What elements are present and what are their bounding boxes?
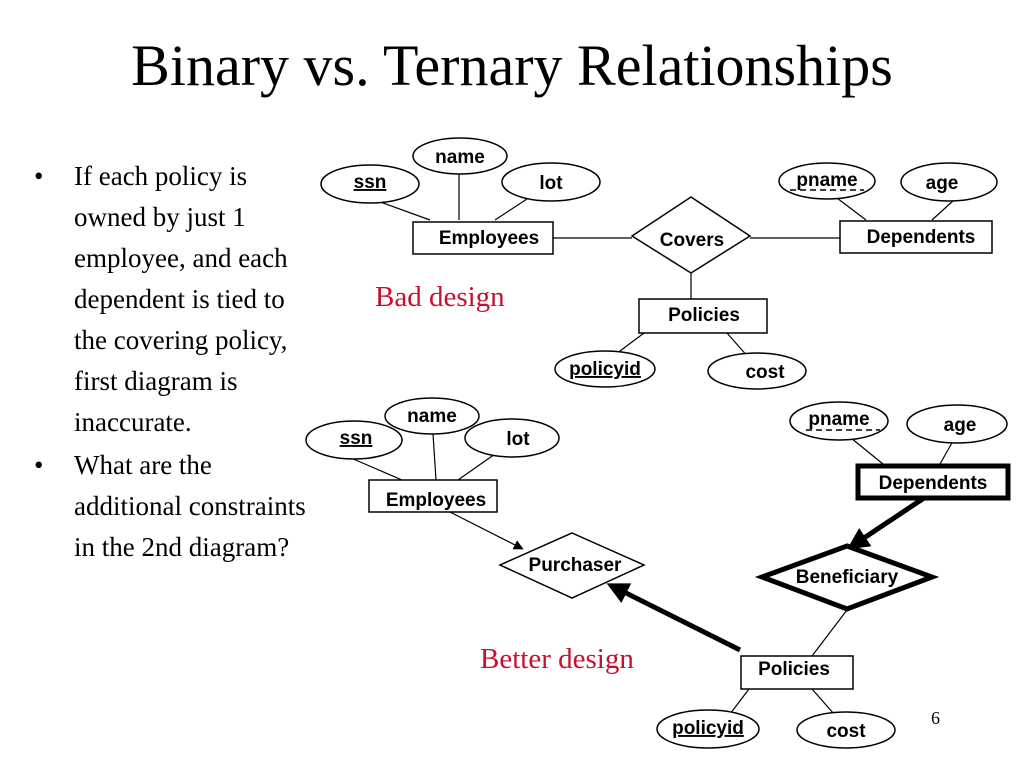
attr-name (412, 137, 508, 175)
bullet-text-1: If each policy is owned by just 1 employ… (74, 161, 288, 437)
slide-title: Binary vs. Ternary Relationships (131, 33, 893, 98)
entity-policies-2-label: Policies (758, 659, 830, 680)
bullet-item: • If each policy is owned by just 1 empl… (30, 156, 320, 443)
edge-pname-dependents-2 (850, 437, 884, 465)
attr-ssn-label: ssn (354, 172, 387, 193)
relationship-covers (630, 196, 752, 274)
bullet-glyph: • (34, 161, 44, 191)
better-design-caption: Better design (480, 643, 634, 675)
better-design-diagram: name ssn lot pname age policyid cost Emp… (305, 397, 1011, 749)
attr-age-2 (906, 404, 1008, 444)
entity-policies (638, 298, 768, 334)
entity-employees-2-label: Employees (386, 490, 486, 511)
attr-pname-2-label: pname (808, 409, 869, 430)
edge-dependents-beneficiary (847, 495, 926, 550)
entity-employees-label: Employees (439, 228, 539, 249)
bullet-item: • What are the additional constraints in… (30, 445, 320, 568)
attr-age-label: age (926, 173, 959, 194)
edge-lot-employees (494, 196, 531, 221)
attr-cost (707, 352, 807, 390)
entity-dependents-label: Dependents (867, 227, 976, 248)
edge-employees-purchaser (445, 509, 524, 550)
attr-ssn-2 (305, 420, 403, 460)
attr-ssn (320, 164, 420, 204)
attr-cost-2 (796, 711, 896, 749)
attr-lot-label: lot (539, 173, 563, 194)
bullet-glyph: • (34, 450, 44, 480)
bullet-text-2: What are the additional constraints in t… (74, 450, 306, 562)
attr-name-2-label: name (407, 406, 457, 427)
attr-lot-2-label: lot (506, 429, 530, 450)
edge-age-dependents-2 (939, 440, 954, 465)
relationship-covers-label: Covers (660, 230, 724, 251)
attr-age-2-label: age (944, 415, 977, 436)
edge-lot-employees-2 (457, 453, 496, 481)
relationship-purchaser (498, 532, 646, 599)
attr-cost-label: cost (745, 362, 785, 383)
attr-policyid (554, 350, 656, 388)
attr-lot (501, 162, 601, 202)
attr-cost-2-label: cost (826, 721, 866, 742)
attr-policyid-2 (656, 709, 760, 749)
edge-age-dependents (931, 199, 955, 221)
entity-employees-2 (368, 479, 498, 513)
attr-pname-2 (789, 401, 889, 441)
edge-policies-policyid (615, 332, 645, 355)
edge-policies-policyid-2 (729, 688, 750, 715)
attr-pname-label: pname (796, 170, 857, 191)
relationship-beneficiary-identifying (754, 543, 940, 612)
attr-policyid-2-label: policyid (672, 718, 744, 739)
bad-design-caption: Bad design (375, 281, 505, 313)
edge-beneficiary-policies (811, 609, 848, 657)
attr-ssn-2-label: ssn (340, 428, 373, 449)
attr-policyid-label: policyid (569, 359, 641, 380)
attr-name-label: name (435, 147, 485, 168)
attr-age (900, 162, 998, 202)
relationship-beneficiary-label: Beneficiary (796, 567, 899, 588)
entity-policies-2 (740, 655, 854, 690)
edge-policies-purchaser-key (606, 583, 742, 653)
entity-employees (412, 221, 554, 255)
relationship-purchaser-label: Purchaser (529, 555, 623, 576)
page-number: 6 (931, 708, 940, 728)
entity-policies-label: Policies (668, 305, 740, 326)
bad-design-diagram: name ssn lot pname age policyid cost Emp… (320, 137, 998, 390)
entity-dependents (839, 220, 993, 254)
attr-lot-2 (464, 418, 560, 458)
attr-name-2 (384, 397, 480, 435)
edge-name-employees-2 (432, 433, 437, 481)
edge-policies-cost-2 (811, 688, 835, 715)
bullet-list: • If each policy is owned by just 1 empl… (30, 156, 320, 570)
edge-ssn-employees-2 (350, 457, 403, 481)
entity-dependents-2-label: Dependents (879, 473, 988, 494)
entity-dependents-2-weak (855, 463, 1011, 501)
